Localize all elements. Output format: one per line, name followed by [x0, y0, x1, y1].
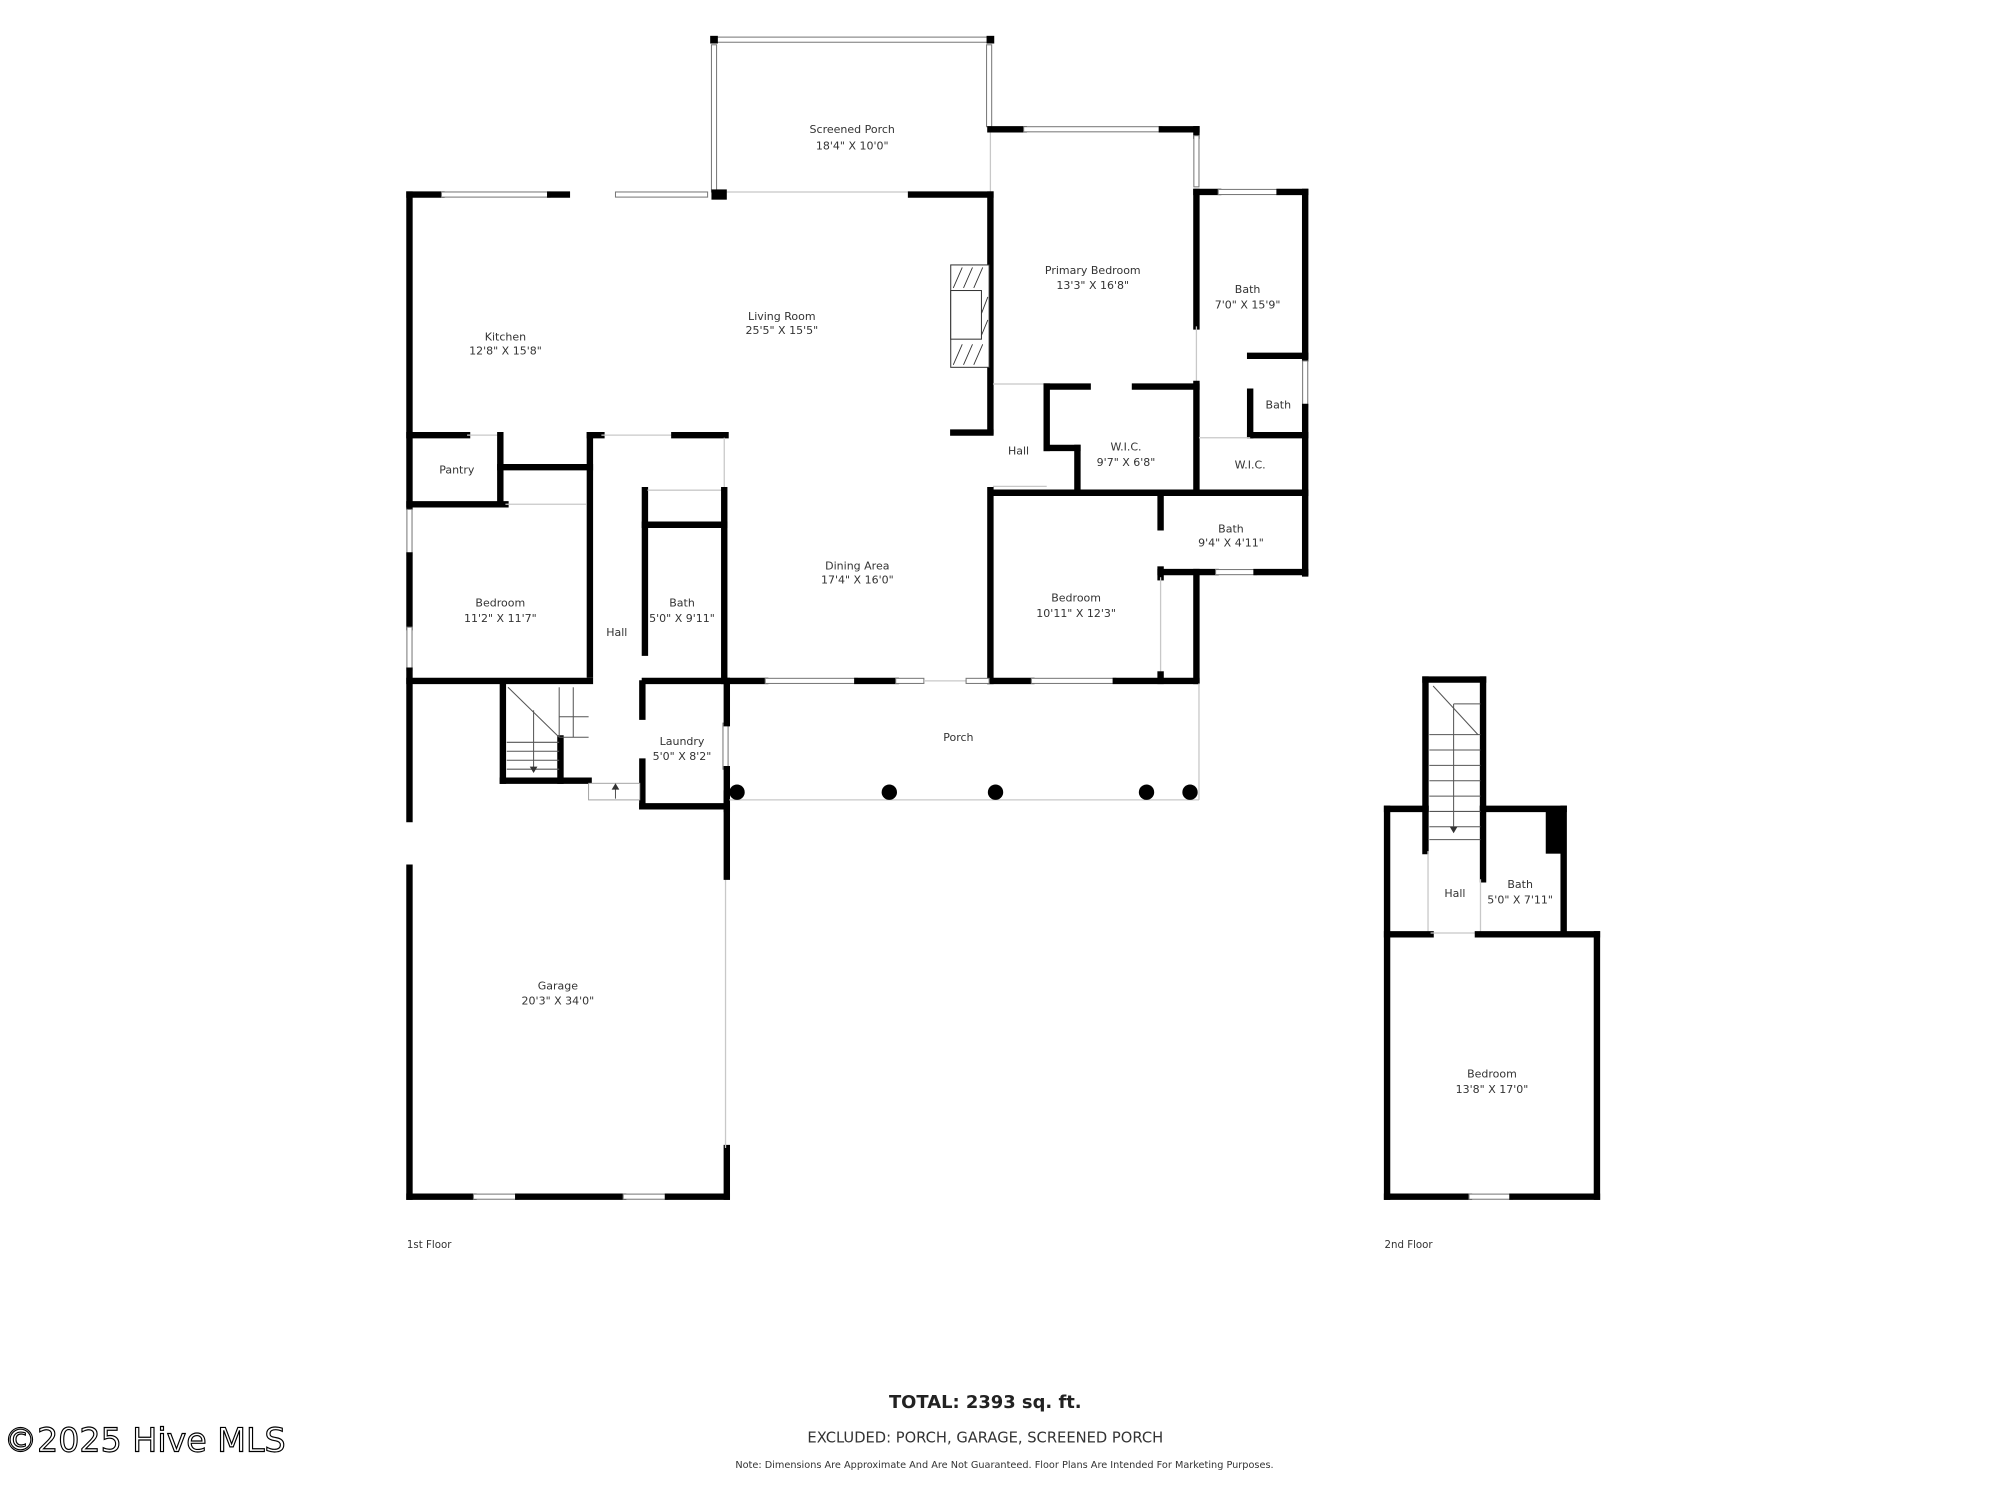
- room-dims: 17'4" X 16'0": [821, 574, 894, 587]
- room-dims: 18'4" X 10'0": [816, 140, 889, 153]
- room-dims: 9'4" X 4'11": [1198, 537, 1264, 550]
- stairs-icon: [506, 686, 641, 801]
- porch-column: [1138, 784, 1155, 800]
- room-dims: 13'3" X 16'8": [1056, 279, 1129, 292]
- room-name: Screened Porch: [810, 123, 895, 136]
- first-floor-plan: Screened Porch 18'4" X 10'0" Kitchen 12'…: [406, 35, 1309, 1251]
- room-dims: 7'0" X 15'9": [1215, 298, 1281, 311]
- porch-column: [729, 784, 745, 800]
- room-name: Living Room: [748, 310, 816, 323]
- room-name: Bath: [1266, 398, 1292, 411]
- room-name: W.I.C.: [1111, 441, 1142, 454]
- dining-bottom-wall: [723, 677, 990, 685]
- porch-outline: [729, 683, 1200, 801]
- room-name: Bath: [1507, 878, 1533, 891]
- room-name: Bedroom: [1051, 592, 1101, 605]
- room-labels-second-floor: Hall Bath 5'0" X 7'11" Bedroom 13'8" X 1…: [1444, 878, 1553, 1096]
- room-dims: 25'5" X 15'5": [745, 324, 818, 337]
- porch-column: [881, 784, 897, 800]
- room-name: Bath: [1218, 522, 1244, 535]
- room-name: Hall: [606, 626, 627, 639]
- room-name: Porch: [943, 731, 973, 744]
- floor-label-first: 1st Floor: [407, 1240, 452, 1251]
- disclaimer-note: Note: Dimensions Are Approximate And Are…: [735, 1460, 1273, 1471]
- second-floor-walls: [1383, 676, 1601, 1200]
- room-name: Laundry: [660, 735, 705, 748]
- floor-label-second: 2nd Floor: [1385, 1240, 1434, 1251]
- room-name: Bath: [669, 597, 695, 610]
- room-dims: 13'8" X 17'0": [1456, 1083, 1529, 1096]
- watermark: ©2025 Hive MLS: [4, 1420, 286, 1459]
- main-walls: [406, 189, 994, 1200]
- interior-walls-left: [406, 431, 731, 813]
- room-name: Garage: [538, 979, 579, 992]
- second-floor-plan: Hall Bath 5'0" X 7'11" Bedroom 13'8" X 1…: [1383, 676, 1601, 1251]
- room-dims: 9'7" X 6'8": [1097, 456, 1156, 469]
- porch-column: [987, 784, 1004, 800]
- room-name: Hall: [1444, 887, 1465, 900]
- room-name: Primary Bedroom: [1045, 264, 1141, 277]
- room-name: Pantry: [439, 464, 475, 477]
- room-name: Kitchen: [485, 330, 526, 343]
- room-name: W.I.C.: [1235, 458, 1266, 471]
- screened-porch-walls: [710, 35, 995, 193]
- fireplace-icon: [950, 264, 990, 368]
- room-name: Bedroom: [1467, 1068, 1517, 1081]
- stairs-icon: [1429, 685, 1481, 841]
- room-dims: 10'11" X 12'3": [1036, 607, 1116, 620]
- room-dims: 5'0" X 7'11": [1487, 894, 1553, 907]
- room-dims: 5'0" X 8'2": [653, 750, 712, 763]
- room-dims: 20'3" X 34'0": [522, 995, 595, 1008]
- summary-block: TOTAL: 2393 sq. ft. EXCLUDED: PORCH, GAR…: [735, 1392, 1273, 1471]
- porch-column: [1182, 784, 1198, 800]
- room-name: Dining Area: [825, 560, 889, 573]
- room-dims: 11'2" X 11'7": [464, 612, 537, 625]
- room-dims: 5'0" X 9'11": [649, 612, 715, 625]
- room-name: Bedroom: [475, 597, 525, 610]
- room-labels-first-floor: Screened Porch 18'4" X 10'0" Kitchen 12'…: [439, 123, 1291, 1008]
- room-name: Bath: [1235, 283, 1261, 296]
- total-area: TOTAL: 2393 sq. ft.: [889, 1392, 1082, 1413]
- excluded-areas: EXCLUDED: PORCH, GARAGE, SCREENED PORCH: [807, 1429, 1163, 1446]
- room-name: Hall: [1008, 444, 1029, 457]
- primary-suite-walls: [987, 126, 1309, 685]
- room-dims: 12'8" X 15'8": [469, 345, 542, 358]
